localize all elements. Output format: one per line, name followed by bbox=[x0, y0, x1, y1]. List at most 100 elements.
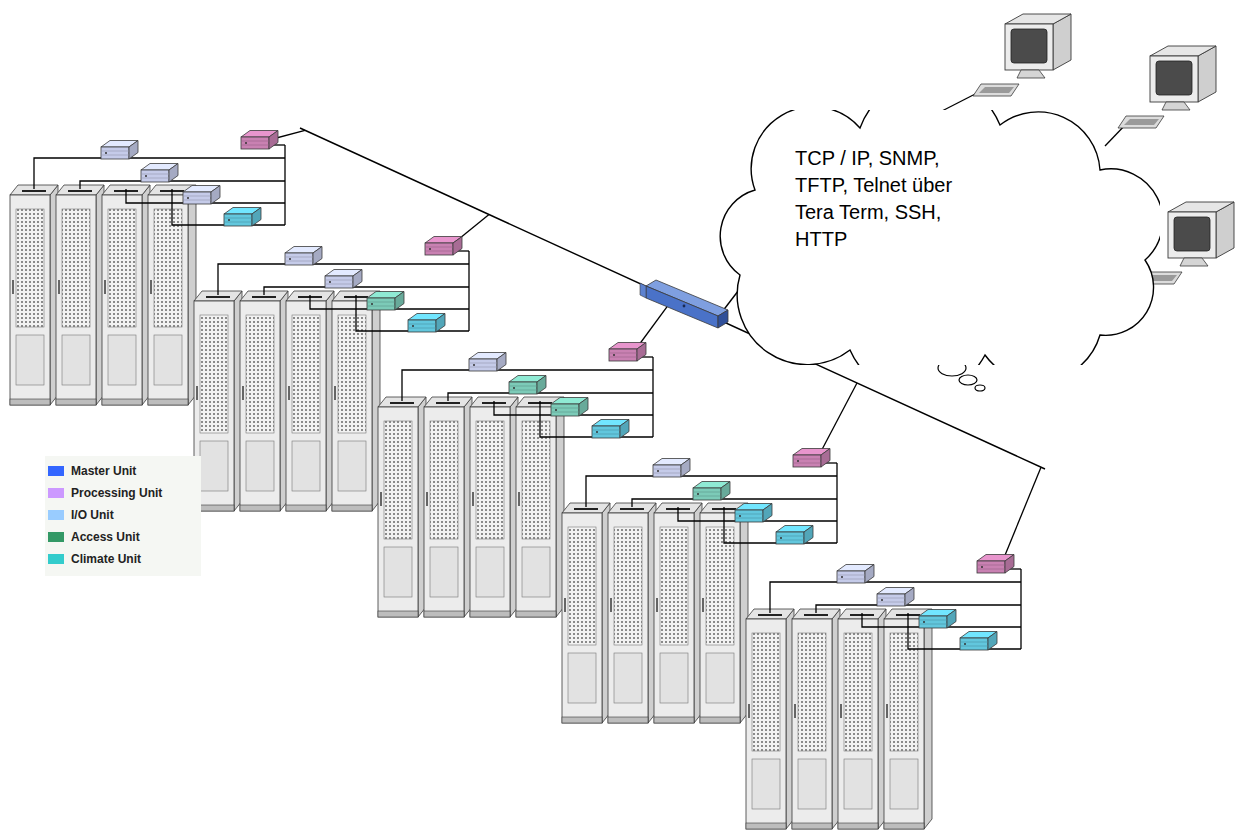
unit-seam bbox=[793, 463, 821, 464]
unit-seam bbox=[141, 178, 169, 179]
unit-side bbox=[763, 504, 772, 523]
unit-seam bbox=[469, 363, 497, 364]
rack-door-perforation bbox=[154, 209, 182, 327]
rack-handle bbox=[426, 492, 428, 506]
rack-handle bbox=[104, 280, 106, 294]
rack-handle bbox=[748, 704, 750, 718]
unit-led bbox=[797, 460, 799, 462]
unit-led bbox=[412, 325, 414, 327]
rack-lower-panel bbox=[108, 335, 136, 385]
rack-front bbox=[240, 301, 280, 511]
rack-handle bbox=[380, 492, 382, 506]
unit-front bbox=[919, 616, 947, 628]
rack-plinth bbox=[424, 611, 464, 617]
unit-wire bbox=[540, 401, 653, 437]
unit-seam bbox=[837, 579, 865, 580]
rack-front bbox=[10, 195, 50, 405]
rack-plinth bbox=[332, 505, 372, 511]
unit-front bbox=[592, 426, 620, 438]
unit-seam bbox=[919, 620, 947, 621]
unit-seam bbox=[408, 324, 436, 325]
rack-top-slot bbox=[390, 402, 414, 404]
rack-handle bbox=[840, 704, 842, 718]
unit-seam bbox=[837, 575, 865, 576]
rack-front bbox=[332, 301, 372, 511]
rack-door-perforation bbox=[246, 315, 274, 433]
workstation bbox=[1105, 46, 1216, 146]
rack-plinth bbox=[792, 823, 832, 829]
rack-front bbox=[378, 407, 418, 617]
processing-unit bbox=[793, 449, 830, 468]
rack-front bbox=[470, 407, 510, 617]
unit-wiring bbox=[770, 467, 1041, 649]
unit-side bbox=[579, 398, 588, 417]
unit-side bbox=[169, 164, 178, 183]
unit-seam bbox=[693, 492, 721, 493]
unit-wire bbox=[724, 507, 837, 543]
unit-led bbox=[780, 537, 782, 539]
processing-unit bbox=[425, 237, 462, 256]
rack-plinth bbox=[102, 399, 142, 405]
rack-lower-panel bbox=[890, 759, 918, 809]
unit-seam bbox=[224, 218, 252, 219]
field-unit bbox=[141, 164, 178, 183]
rack-lower-panel bbox=[706, 653, 734, 703]
field-unit bbox=[408, 314, 445, 333]
group-spine bbox=[468, 251, 469, 331]
rack-door-perforation bbox=[430, 421, 458, 539]
legend-text: Climate Unit bbox=[71, 552, 141, 566]
unit-led bbox=[513, 387, 515, 389]
field-unit bbox=[735, 504, 772, 523]
rack-door-perforation bbox=[476, 421, 504, 539]
field-unit bbox=[325, 270, 362, 289]
unit-seam bbox=[977, 569, 1005, 570]
rack-lower-panel bbox=[660, 653, 688, 703]
rack-lower-panel bbox=[798, 759, 826, 809]
unit-seam bbox=[509, 390, 537, 391]
rack-top-slot bbox=[758, 614, 782, 616]
field-unit bbox=[224, 208, 261, 227]
rack-handle bbox=[196, 386, 198, 400]
rack-cabinet bbox=[10, 185, 58, 405]
rack-top-slot bbox=[68, 190, 92, 192]
rack-plinth bbox=[562, 717, 602, 723]
field-unit bbox=[183, 186, 220, 205]
rack-front bbox=[56, 195, 96, 405]
unit-front bbox=[469, 359, 497, 371]
unit-seam bbox=[877, 602, 905, 603]
rack-group bbox=[746, 467, 1041, 829]
rack-door-perforation bbox=[108, 209, 136, 327]
rack-plinth bbox=[700, 717, 740, 723]
unit-led bbox=[289, 258, 291, 260]
rack-lower-panel bbox=[16, 335, 44, 385]
unit-wire bbox=[80, 181, 285, 189]
unit-wire bbox=[632, 499, 837, 507]
field-unit bbox=[693, 482, 730, 501]
field-unit bbox=[367, 292, 404, 311]
rack-lower-panel bbox=[292, 441, 320, 491]
unit-wire bbox=[586, 476, 837, 507]
unit-side bbox=[821, 449, 830, 468]
processing-unit bbox=[609, 343, 646, 362]
rack-handle bbox=[518, 492, 520, 506]
monitor-stand bbox=[1180, 258, 1208, 266]
unit-led bbox=[473, 364, 475, 366]
rack-front bbox=[746, 619, 786, 829]
legend-text: I/O Unit bbox=[71, 508, 114, 522]
unit-seam bbox=[877, 598, 905, 599]
monitor-front bbox=[1168, 212, 1216, 258]
unit-seam bbox=[977, 565, 1005, 566]
rack-top-slot bbox=[252, 296, 276, 298]
unit-led bbox=[145, 175, 147, 177]
unit-led bbox=[964, 643, 966, 645]
unit-side bbox=[905, 588, 914, 607]
unit-wire bbox=[816, 605, 1021, 613]
rack-plinth bbox=[56, 399, 96, 405]
unit-seam bbox=[653, 469, 681, 470]
unit-wire bbox=[172, 189, 285, 225]
unit-led bbox=[245, 142, 247, 144]
rack-plinth bbox=[746, 823, 786, 829]
unit-side bbox=[129, 141, 138, 160]
rack-cabinet bbox=[378, 397, 426, 617]
